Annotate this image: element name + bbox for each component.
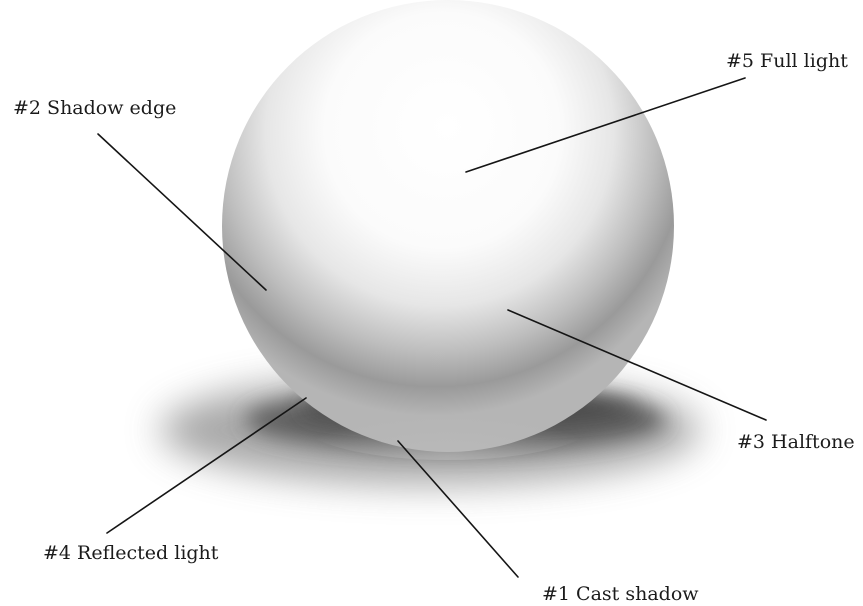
label-full-light: #5 Full light	[726, 50, 848, 72]
label-halftone: #3 Halftone	[737, 431, 855, 453]
label-reflected-light: #4 Reflected light	[43, 542, 219, 564]
label-cast-shadow: #1 Cast shadow	[542, 583, 699, 605]
label-shadow-edge: #2 Shadow edge	[13, 97, 176, 119]
